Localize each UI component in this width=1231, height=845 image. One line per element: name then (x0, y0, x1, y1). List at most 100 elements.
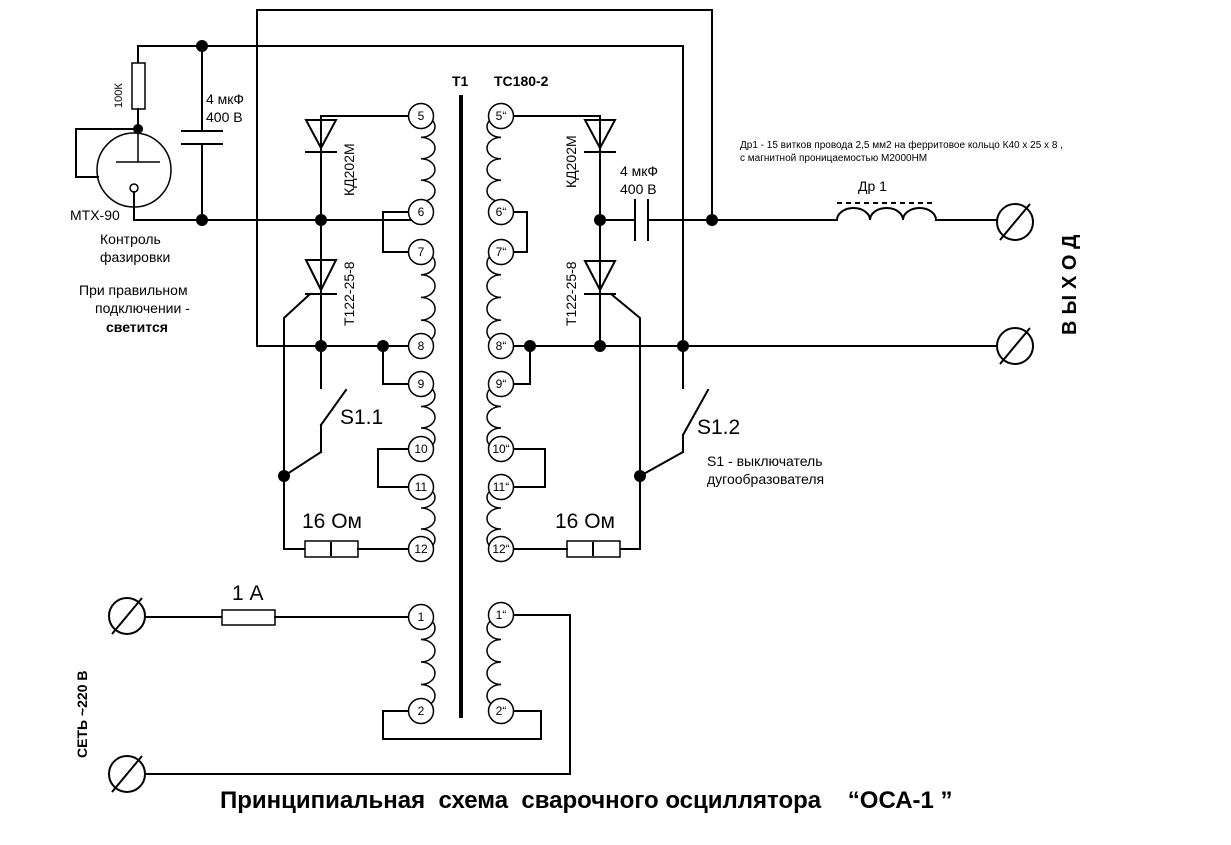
terminal-right-7: 7“ (487, 238, 515, 266)
svg-text:10“: 10“ (492, 442, 509, 456)
cap-left-voltage: 400 В (206, 109, 243, 125)
svg-text:8: 8 (418, 339, 425, 353)
diode-right-label: КД202М (563, 135, 579, 188)
diode-left-label: КД202М (341, 143, 357, 196)
winding-right-11-12 (486, 486, 502, 551)
svg-text:6: 6 (418, 205, 425, 219)
winding-left-5-6 (420, 115, 436, 203)
svg-text:5: 5 (418, 109, 425, 123)
indicator-note-bold: светится (106, 319, 168, 335)
transformer-model: ТС180-2 (494, 73, 549, 89)
terminal-right-9: 9“ (487, 370, 515, 398)
terminal-left-1: 1 (407, 603, 435, 631)
svg-text:2“: 2“ (496, 704, 507, 718)
thyristor-left-symbol (304, 259, 338, 293)
terminal-right-11: 11“ (487, 473, 515, 501)
switch-left-label: S1.1 (340, 406, 383, 429)
junction-output-top (706, 214, 718, 226)
terminal-left-10: 10 (407, 435, 435, 463)
wire-top-rail-left (137, 45, 684, 347)
svg-text:5“: 5“ (496, 109, 507, 123)
terminal-right-5: 5“ (487, 102, 515, 130)
thyristor-right-symbol (583, 260, 617, 293)
jumper-right-10-11 (513, 448, 546, 488)
wire-lamp-bypass (75, 128, 139, 178)
wire-thyristor-right-gate (609, 292, 641, 477)
winding-right-9-10 (486, 384, 502, 451)
switch-note-2: дугообразователя (707, 471, 824, 487)
wire-lamp-bottom (133, 191, 422, 221)
svg-text:12: 12 (414, 542, 428, 556)
terminal-left-6: 6 (407, 198, 435, 226)
terminal-left-9: 9 (407, 370, 435, 398)
wire-diode-left-top (320, 115, 409, 221)
mains-terminal-top[interactable] (108, 597, 146, 635)
mains-label: СЕТЬ ~220 В (74, 671, 90, 759)
terminal-right-10: 10“ (487, 435, 515, 463)
terminal-left-7: 7 (407, 238, 435, 266)
fuse (221, 609, 276, 626)
junction-cap-left (196, 214, 208, 226)
lamp-electrode-bottom (129, 183, 139, 193)
svg-text:12“: 12“ (492, 542, 509, 556)
diode-right-symbol (583, 119, 617, 151)
winding-right-5-6 (486, 115, 502, 203)
output-terminal-top[interactable] (996, 203, 1034, 241)
diode-left-symbol (304, 119, 338, 151)
cap-right-voltage: 400 В (620, 181, 657, 197)
switch-note-1: S1 - выключатель (707, 453, 823, 469)
winding-left-11-12 (420, 486, 436, 551)
terminal-left-2: 2 (407, 697, 435, 725)
terminal-right-8: 8“ (487, 332, 515, 360)
fuse-label: 1 А (232, 582, 264, 605)
wire-outer-loop (256, 9, 713, 347)
wire-right-16ohm (619, 475, 641, 550)
winding-left-9-10 (420, 384, 436, 451)
resistor-left-label: 16 Ом (302, 510, 362, 533)
svg-text:9: 9 (418, 377, 425, 391)
junction-top-rail (196, 40, 208, 52)
indicator-note-2: подключении - (95, 300, 190, 316)
indicator-caption-1: Контроль (100, 231, 161, 247)
diagram-title: Принципиальная схема сварочного осциллят… (220, 787, 953, 814)
switch-right-label: S1.2 (697, 416, 740, 439)
wire-left-16ohm (283, 475, 306, 550)
jumper-left-10-11 (377, 448, 409, 488)
terminal-left-11: 11 (407, 473, 435, 501)
svg-text:7“: 7“ (496, 245, 507, 259)
wire-primary-1-return (144, 614, 571, 775)
indicator-note-1: При правильном (79, 282, 188, 298)
terminal-left-12: 12 (407, 535, 435, 563)
terminal-left-8: 8 (407, 332, 435, 360)
jumper-right-8-9 (513, 345, 531, 385)
indicator-caption-2: фазировки (100, 249, 170, 265)
choke-note-1: Др1 - 15 витков провода 2,5 мм2 на ферри… (740, 139, 1063, 151)
svg-text:2: 2 (418, 704, 425, 718)
choke-note-2: с магнитной проницаемостью М2000НМ (740, 153, 927, 164)
winding-right-1-2 (486, 616, 502, 708)
jumper-right-6-7 (513, 211, 528, 253)
svg-text:11“: 11“ (493, 480, 509, 494)
output-terminal-bottom[interactable] (996, 327, 1034, 365)
svg-text:1: 1 (418, 610, 425, 624)
thyristor-left-label: Т122-25-8 (341, 261, 357, 326)
terminal-left-5: 5 (407, 102, 435, 130)
switch-s12-blade (681, 388, 710, 437)
cap-left-value: 4 мкФ (206, 91, 244, 107)
winding-right-7-8 (486, 251, 502, 344)
winding-left-1-2 (420, 616, 436, 708)
lamp-label: МТХ-90 (70, 207, 120, 223)
svg-text:7: 7 (418, 245, 425, 259)
choke-label: Др 1 (858, 178, 887, 194)
resistor-right-label: 16 Ом (555, 510, 615, 533)
wire-thyristor-left-gate (283, 292, 312, 477)
mains-terminal-bottom[interactable] (108, 755, 146, 793)
svg-text:11: 11 (415, 480, 428, 494)
terminal-right-1: 1“ (487, 601, 515, 629)
switch-s11-blade (319, 388, 348, 427)
output-label: ВЫХОД (1059, 229, 1081, 335)
jumper-left-6-7 (382, 211, 409, 253)
cap-right-value: 4 мкФ (620, 163, 658, 179)
thyristor-right-label: Т122-25-8 (563, 261, 579, 326)
jumper-left-8-9 (382, 345, 409, 385)
